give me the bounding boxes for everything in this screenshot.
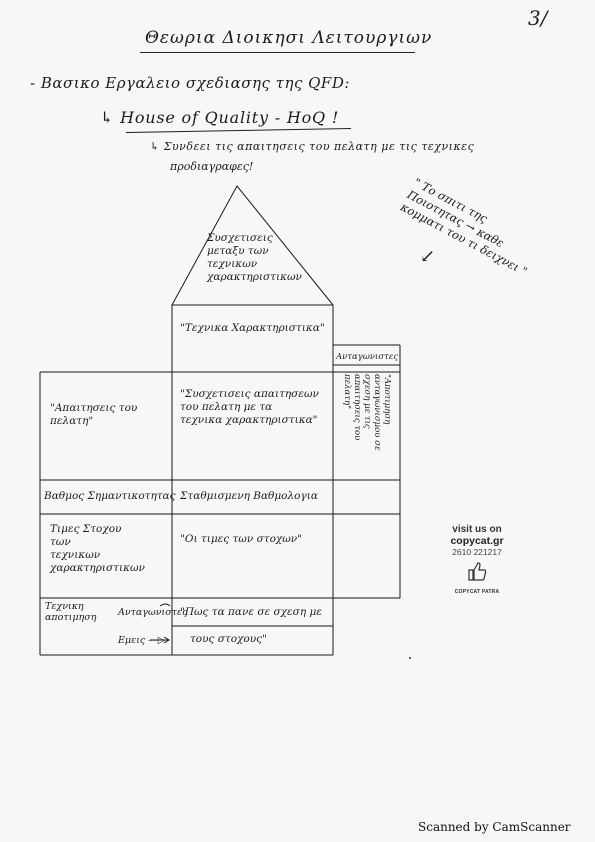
text-line-4: προδιαγραφες! [170, 160, 254, 173]
tech-evaluation-label: Τεχνικη αποτιμηση [45, 601, 97, 623]
roof-outline [171, 185, 334, 306]
bottom-text-2: τους στοχους" [190, 633, 267, 645]
roof-text: Συσχετισεις μεταξυ των τεχνικων χαρακτηρ… [207, 232, 302, 283]
title-underline [140, 52, 415, 53]
weighting-text: Σταθμισμενη Βαθμολογια [180, 490, 318, 502]
us-row-label: Εμεις —▷ [118, 635, 166, 646]
thumbs-up-icon [468, 562, 487, 581]
target-values-label: Τιμες Στοχου των τεχνικων χαρακτηριστικω… [50, 523, 145, 574]
customer-requirements-text: "Απαιτησεις του πελατη" [50, 402, 138, 427]
page-number: 3/ [528, 6, 548, 30]
competitors-header: Ανταγωνιστες [336, 352, 399, 362]
text-line-2: ↳ House of Quality - HoQ ! [100, 108, 340, 127]
bottom-text-1: "Πως τα πανε σε σχεση με [180, 606, 322, 618]
ad-line-4: COPYCAT PATRA [454, 589, 500, 595]
camscanner-footer: Scanned by CamScanner [418, 820, 571, 834]
competitors-row-label: Ανταγωνιστες [118, 607, 188, 618]
text-line-1: - Βασικο Εργαλειο σχεδιασης της QFD: [30, 74, 350, 92]
competitors-body: "Αποτιμηση ανταγωνισμου σε σχεση με τις … [342, 374, 392, 451]
ad-line-2: copycat.gr [450, 535, 504, 547]
ad-line-1: visit us on [452, 524, 502, 535]
page-title: Θεωρια Διοικησι Λειτουργιων [145, 28, 433, 48]
ad-line-3: 2610 221217 [452, 547, 502, 557]
importance-text: Βαθμος Σημαντικοτητας [44, 490, 176, 502]
relations-text: "Συσχετισεις απαιτησεων του πελατη με τα… [180, 388, 319, 426]
text-line-3: ↳ Συνδεει τις απαιτησεις του πελατη με τ… [150, 140, 475, 153]
curved-arrow-icon: ↙ [420, 246, 436, 267]
copycat-stamp: visit us on copycat.gr 2610 221217 COPYC… [432, 524, 522, 595]
target-values-text: "Οι τιμες των στοχων" [180, 533, 303, 545]
tech-characteristics-text: "Τεχνικα Χαρακτηριστικα" [180, 322, 325, 334]
